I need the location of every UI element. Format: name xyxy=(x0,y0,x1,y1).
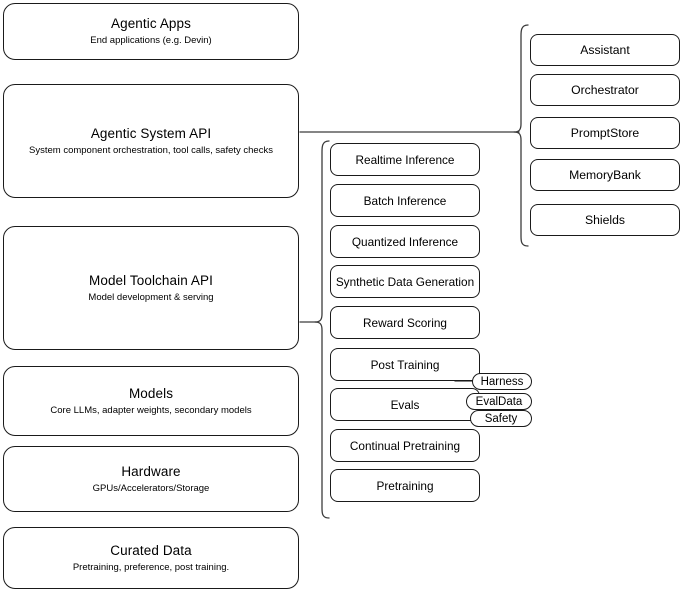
layer-title: Hardware xyxy=(121,463,181,479)
component-box-assistant[interactable]: Assistant xyxy=(530,34,680,66)
evals-subitem-evaldata[interactable]: EvalData xyxy=(466,393,532,410)
layer-box-agentic-system-api[interactable]: Agentic System API System component orch… xyxy=(3,84,299,198)
layer-box-model-toolchain-api[interactable]: Model Toolchain API Model development & … xyxy=(3,226,299,350)
capability-box-reward-scoring[interactable]: Reward Scoring xyxy=(330,306,480,339)
capability-box-realtime-inference[interactable]: Realtime Inference xyxy=(330,143,480,176)
component-box-memorybank[interactable]: MemoryBank xyxy=(530,159,680,191)
evals-subitem-harness[interactable]: Harness xyxy=(472,373,532,390)
capability-label: Reward Scoring xyxy=(363,315,447,330)
capability-box-batch-inference[interactable]: Batch Inference xyxy=(330,184,480,217)
capability-label: Synthetic Data Generation xyxy=(335,274,475,289)
layer-subtitle: System component orchestration, tool cal… xyxy=(29,144,273,156)
capability-label: Batch Inference xyxy=(363,193,447,208)
evals-subitem-label: Safety xyxy=(484,412,518,425)
component-label: Shields xyxy=(585,213,625,227)
capability-box-continual-pretraining[interactable]: Continual Pretraining xyxy=(330,429,480,462)
capability-label: Quantized Inference xyxy=(351,234,459,249)
capability-label: Continual Pretraining xyxy=(349,438,461,453)
evals-subitem-label: Harness xyxy=(480,375,524,388)
component-label: Assistant xyxy=(580,43,630,57)
capability-label: Pretraining xyxy=(376,478,434,493)
capability-label: Evals xyxy=(390,397,420,412)
layer-subtitle: Pretraining, preference, post training. xyxy=(72,561,230,573)
capability-box-pretraining[interactable]: Pretraining xyxy=(330,469,480,502)
layer-box-curated-data[interactable]: Curated Data Pretraining, preference, po… xyxy=(3,527,299,589)
component-label: PromptStore xyxy=(570,126,640,140)
layer-subtitle: Model development & serving xyxy=(88,291,214,303)
evals-subitem-label: EvalData xyxy=(475,395,523,408)
layer-subtitle: End applications (e.g. Devin) xyxy=(90,35,212,46)
evals-subitem-safety[interactable]: Safety xyxy=(470,410,532,427)
capability-label: Post Training xyxy=(370,357,440,372)
component-label: Orchestrator xyxy=(571,83,639,97)
layer-title: Agentic System API xyxy=(90,125,212,141)
layer-box-models[interactable]: Models Core LLMs, adapter weights, secon… xyxy=(3,366,299,436)
component-label: MemoryBank xyxy=(569,168,641,182)
layer-subtitle: Core LLMs, adapter weights, secondary mo… xyxy=(50,404,252,416)
component-box-promptstore[interactable]: PromptStore xyxy=(530,117,680,149)
capability-box-post-training[interactable]: Post Training xyxy=(330,348,480,381)
layer-title: Models xyxy=(128,385,174,401)
layer-title: Model Toolchain API xyxy=(89,272,213,288)
layer-subtitle: GPUs/Accelerators/Storage xyxy=(92,482,210,494)
capability-box-quantized-inference[interactable]: Quantized Inference xyxy=(330,225,480,258)
layer-box-agentic-apps[interactable]: Agentic Apps End applications (e.g. Devi… xyxy=(3,3,299,60)
layer-box-hardware[interactable]: Hardware GPUs/Accelerators/Storage xyxy=(3,446,299,512)
component-box-orchestrator[interactable]: Orchestrator xyxy=(530,74,680,106)
capability-label: Realtime Inference xyxy=(355,152,455,167)
layer-title: Agentic Apps xyxy=(110,16,191,31)
brace-toolchain-capabilities xyxy=(314,140,330,519)
layer-title: Curated Data xyxy=(110,542,192,558)
capability-box-evals[interactable]: Evals xyxy=(330,388,480,421)
capability-box-synthetic-data-generation[interactable]: Synthetic Data Generation xyxy=(330,265,480,298)
brace-system-components xyxy=(513,24,529,247)
component-box-shields[interactable]: Shields xyxy=(530,204,680,236)
